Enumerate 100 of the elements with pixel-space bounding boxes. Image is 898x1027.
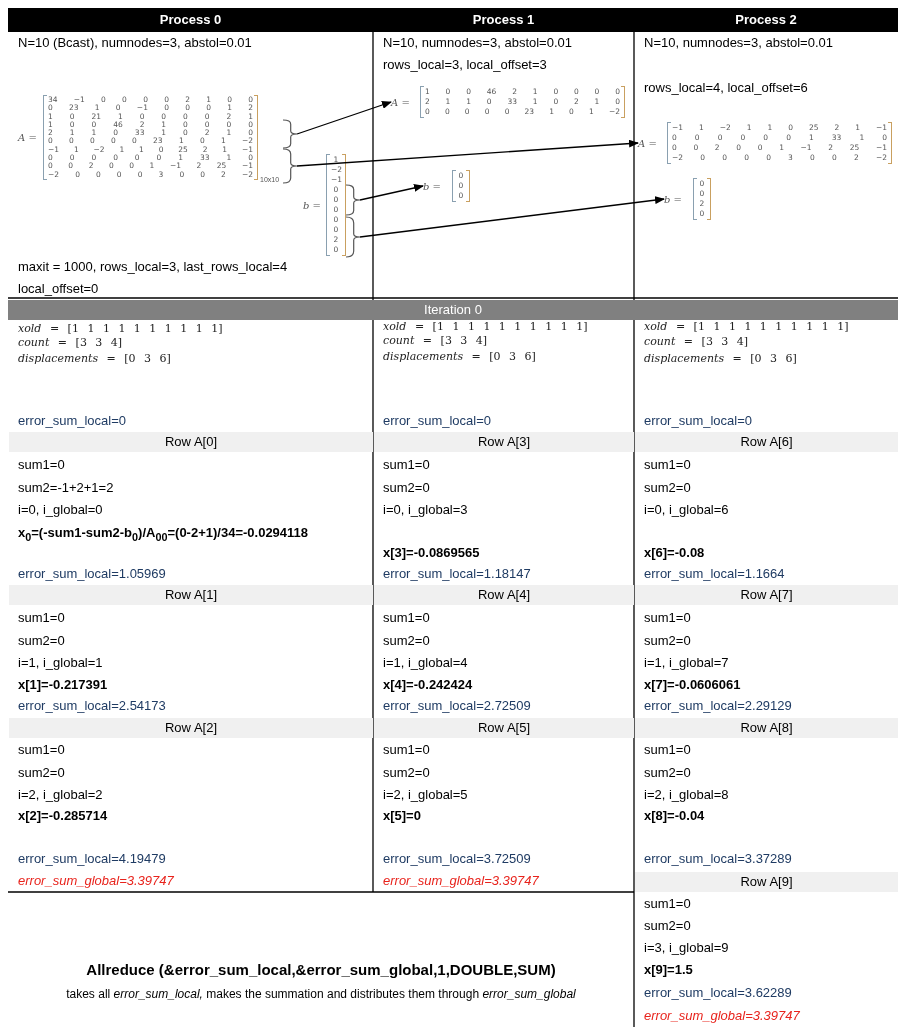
text: N=10 (Bcast), numnodes=3, abstol=0.01 <box>18 34 252 52</box>
row-header: Row A[7] <box>635 585 898 605</box>
text: i=2, i_global=2 <box>18 786 103 804</box>
vector <box>664 178 711 220</box>
text: sum1=0 <box>383 609 430 627</box>
text: i=0, i_global=6 <box>644 501 729 519</box>
arrow <box>359 184 424 201</box>
text: error_sum_local=3.37289 <box>644 850 792 868</box>
matrix-label: A = <box>18 132 38 143</box>
text: error_sum_local=3.72509 <box>383 850 531 868</box>
text: i=1, i_global=7 <box>644 654 729 672</box>
text: sum2=0 <box>644 479 691 497</box>
column-header: Process 1 <box>373 8 634 32</box>
text: sum2=0 <box>383 764 430 782</box>
text: error_sum_local=2.54173 <box>18 697 166 715</box>
text: sum2=0 <box>644 632 691 650</box>
matrix-label: A = <box>638 137 658 149</box>
text: error_sum_local=2.72509 <box>383 697 531 715</box>
text: error_sum_local=0 <box>18 412 127 430</box>
math-expression: xold = [1 1 1 1 1 1 1 1 1 1] <box>18 322 223 336</box>
curly-brace <box>346 217 360 257</box>
row-header: Row A[9] <box>635 872 898 892</box>
text: sum2=-1+2+1=2 <box>18 479 114 497</box>
matrix-label: b = <box>423 180 442 192</box>
text: sum2=0 <box>18 632 65 650</box>
text: local_offset=0 <box>18 280 99 298</box>
text: sum1=0 <box>18 741 65 759</box>
description-text: takes all error_sum_local, makes the summation and distributes them through error_sum_global <box>65 986 577 1003</box>
vector <box>303 154 346 256</box>
text: N=10, numnodes=3, abstol=0.01 <box>644 34 833 52</box>
text: sum2=0 <box>644 917 691 935</box>
result-text: x[5]=0 <box>383 807 421 825</box>
math-expression: displacements = [0 3 6] <box>644 352 797 366</box>
row-header: Row A[4] <box>374 585 634 605</box>
result-text: x[8]=-0.04 <box>644 807 705 825</box>
arrow <box>296 139 639 167</box>
result-text: x[1]=-0.217391 <box>18 676 108 694</box>
math-expression: count = [3 3 4] <box>383 334 488 348</box>
result-text: x[2]=-0.285714 <box>18 807 108 825</box>
curly-brace <box>283 120 297 148</box>
matrix-label: b = <box>664 193 683 205</box>
title-text: Allreduce (&error_sum_local,&error_sum_global,1,DOUBLE,SUM) <box>85 961 557 979</box>
row-header: Row A[8] <box>635 718 898 738</box>
result-text: x[7]=-0.0606061 <box>644 676 741 694</box>
text: i=0, i_global=0 <box>18 501 103 519</box>
text: sum1=0 <box>383 456 430 474</box>
text: sum2=0 <box>18 764 65 782</box>
text: i=2, i_global=5 <box>383 786 468 804</box>
text: error_sum_local=4.19479 <box>18 850 166 868</box>
row-header: Row A[5] <box>374 718 634 738</box>
row-header: Row A[6] <box>635 432 898 452</box>
math-expression: xold = [1 1 1 1 1 1 1 1 1 1] <box>644 320 849 334</box>
row-header: Row A[3] <box>374 432 634 452</box>
text: maxit = 1000, rows_local=3, last_rows_local=4 <box>18 258 288 276</box>
text: sum1=0 <box>18 456 65 474</box>
text: error_sum_local=1.05969 <box>18 565 166 583</box>
result-text: x[9]=1.5 <box>644 961 693 979</box>
matrix-label: b = <box>303 199 322 211</box>
text: error_sum_local=0 <box>644 412 753 430</box>
math-expression: displacements = [0 3 6] <box>383 350 536 364</box>
text: sum2=0 <box>383 632 430 650</box>
text: sum1=0 <box>644 456 691 474</box>
math-expression: xold = [1 1 1 1 1 1 1 1 1 1] <box>383 320 588 334</box>
row-header: Row A[0] <box>9 432 373 452</box>
text: i=3, i_global=9 <box>644 939 729 957</box>
curly-brace <box>283 149 297 183</box>
text: sum1=0 <box>644 895 691 913</box>
result-text: x$_{0}$=(-sum1-sum2-b$_{0}$)/A$_{00}$=(0-2+1)/34=-0.0294118 <box>18 524 309 545</box>
text: rows_local=3, local_offset=3 <box>383 56 547 74</box>
text: error_sum_local=1.18147 <box>383 565 531 583</box>
result-text: x[6]=-0.08 <box>644 544 705 562</box>
row-header: Row A[2] <box>9 718 373 738</box>
result-text: x[3]=-0.0869565 <box>383 544 480 562</box>
text: i=0, i_global=3 <box>383 501 468 519</box>
text: sum1=0 <box>383 741 430 759</box>
row-header: Row A[1] <box>9 585 373 605</box>
text: i=1, i_global=1 <box>18 654 103 672</box>
text: error_sum_local=3.62289 <box>644 984 792 1002</box>
text: error_sum_global=3.39747 <box>383 872 539 890</box>
text: error_sum_global=3.39747 <box>644 1007 800 1025</box>
section-band: Iteration 0 <box>8 300 898 320</box>
math-expression: count = [3 3 4] <box>644 335 749 349</box>
text: i=2, i_global=8 <box>644 786 729 804</box>
text: sum1=0 <box>644 609 691 627</box>
text: sum1=0 <box>18 609 65 627</box>
text: sum2=0 <box>383 479 430 497</box>
matrix-label: A = <box>391 96 411 108</box>
text: rows_local=4, local_offset=6 <box>644 79 808 97</box>
arrow <box>296 101 392 135</box>
column-header: Process 0 <box>8 8 373 32</box>
result-text: x[4]=-0.242424 <box>383 676 473 694</box>
text: error_sum_local=2.29129 <box>644 697 792 715</box>
math-expression: displacements = [0 3 6] <box>18 352 171 366</box>
text: sum2=0 <box>644 764 691 782</box>
text: error_sum_local=0 <box>383 412 492 430</box>
text: error_sum_global=3.39747 <box>18 872 174 890</box>
text: error_sum_local=1.1664 <box>644 565 785 583</box>
text: sum1=0 <box>644 741 691 759</box>
column-header: Process 2 <box>634 8 898 32</box>
curly-brace <box>346 185 360 215</box>
